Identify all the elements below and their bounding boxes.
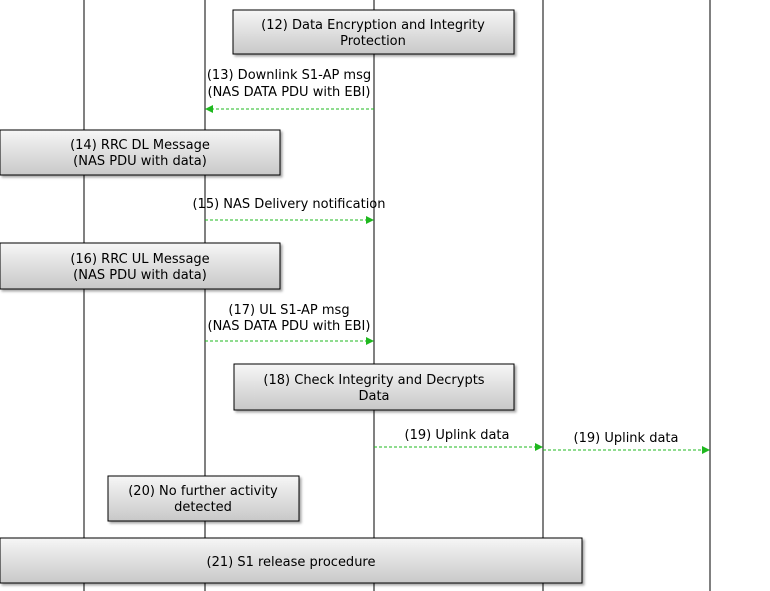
box-label: (14) RRC DL Message bbox=[70, 138, 210, 153]
box-label: Protection bbox=[340, 34, 406, 49]
box-label: detected bbox=[174, 500, 232, 515]
box-label: (NAS PDU with data) bbox=[73, 268, 207, 283]
arrowhead-right-icon bbox=[366, 337, 374, 345]
message-label: (19) Uplink data bbox=[574, 431, 679, 446]
box-rrc-ul-message: (16) RRC UL Message (NAS PDU with data) bbox=[0, 242, 281, 290]
message-label: (NAS DATA PDU with EBI) bbox=[208, 85, 371, 100]
arrowhead-right-icon bbox=[535, 443, 543, 451]
box-label: (NAS PDU with data) bbox=[73, 154, 207, 169]
box-s1-release: (21) S1 release procedure bbox=[0, 537, 583, 584]
message-downlink-s1ap: (13) Downlink S1-AP msg (NAS DATA PDU wi… bbox=[205, 68, 374, 113]
message-label: (17) UL S1-AP msg bbox=[228, 303, 349, 318]
box-label: (21) S1 release procedure bbox=[207, 555, 376, 570]
message-nas-delivery: (15) NAS Delivery notification bbox=[192, 197, 386, 224]
message-uplink-data-1: (19) Uplink data bbox=[374, 428, 543, 451]
message-ul-s1ap: (17) UL S1-AP msg (NAS DATA PDU with EBI… bbox=[205, 303, 374, 345]
box-label: (16) RRC UL Message bbox=[70, 252, 209, 267]
message-label: (19) Uplink data bbox=[405, 428, 510, 443]
box-label: Data bbox=[358, 389, 389, 404]
box-label: (18) Check Integrity and Decrypts bbox=[263, 373, 484, 388]
message-label: (13) Downlink S1-AP msg bbox=[207, 68, 371, 83]
box-data-encryption: (12) Data Encryption and Integrity Prote… bbox=[232, 9, 515, 55]
box-label: (12) Data Encryption and Integrity bbox=[261, 18, 485, 33]
box-check-integrity: (18) Check Integrity and Decrypts Data bbox=[233, 363, 515, 411]
arrowhead-left-icon bbox=[205, 105, 213, 113]
box-no-further-activity: (20) No further activity detected bbox=[107, 475, 300, 522]
arrowhead-right-icon bbox=[702, 446, 710, 454]
message-label: (NAS DATA PDU with EBI) bbox=[208, 319, 371, 334]
box-rrc-dl-message: (14) RRC DL Message (NAS PDU with data) bbox=[0, 129, 281, 176]
box-label: (20) No further activity bbox=[128, 484, 278, 499]
message-label: (15) NAS Delivery notification bbox=[192, 197, 385, 212]
message-uplink-data-2: (19) Uplink data bbox=[543, 431, 710, 454]
arrowhead-right-icon bbox=[366, 216, 374, 224]
